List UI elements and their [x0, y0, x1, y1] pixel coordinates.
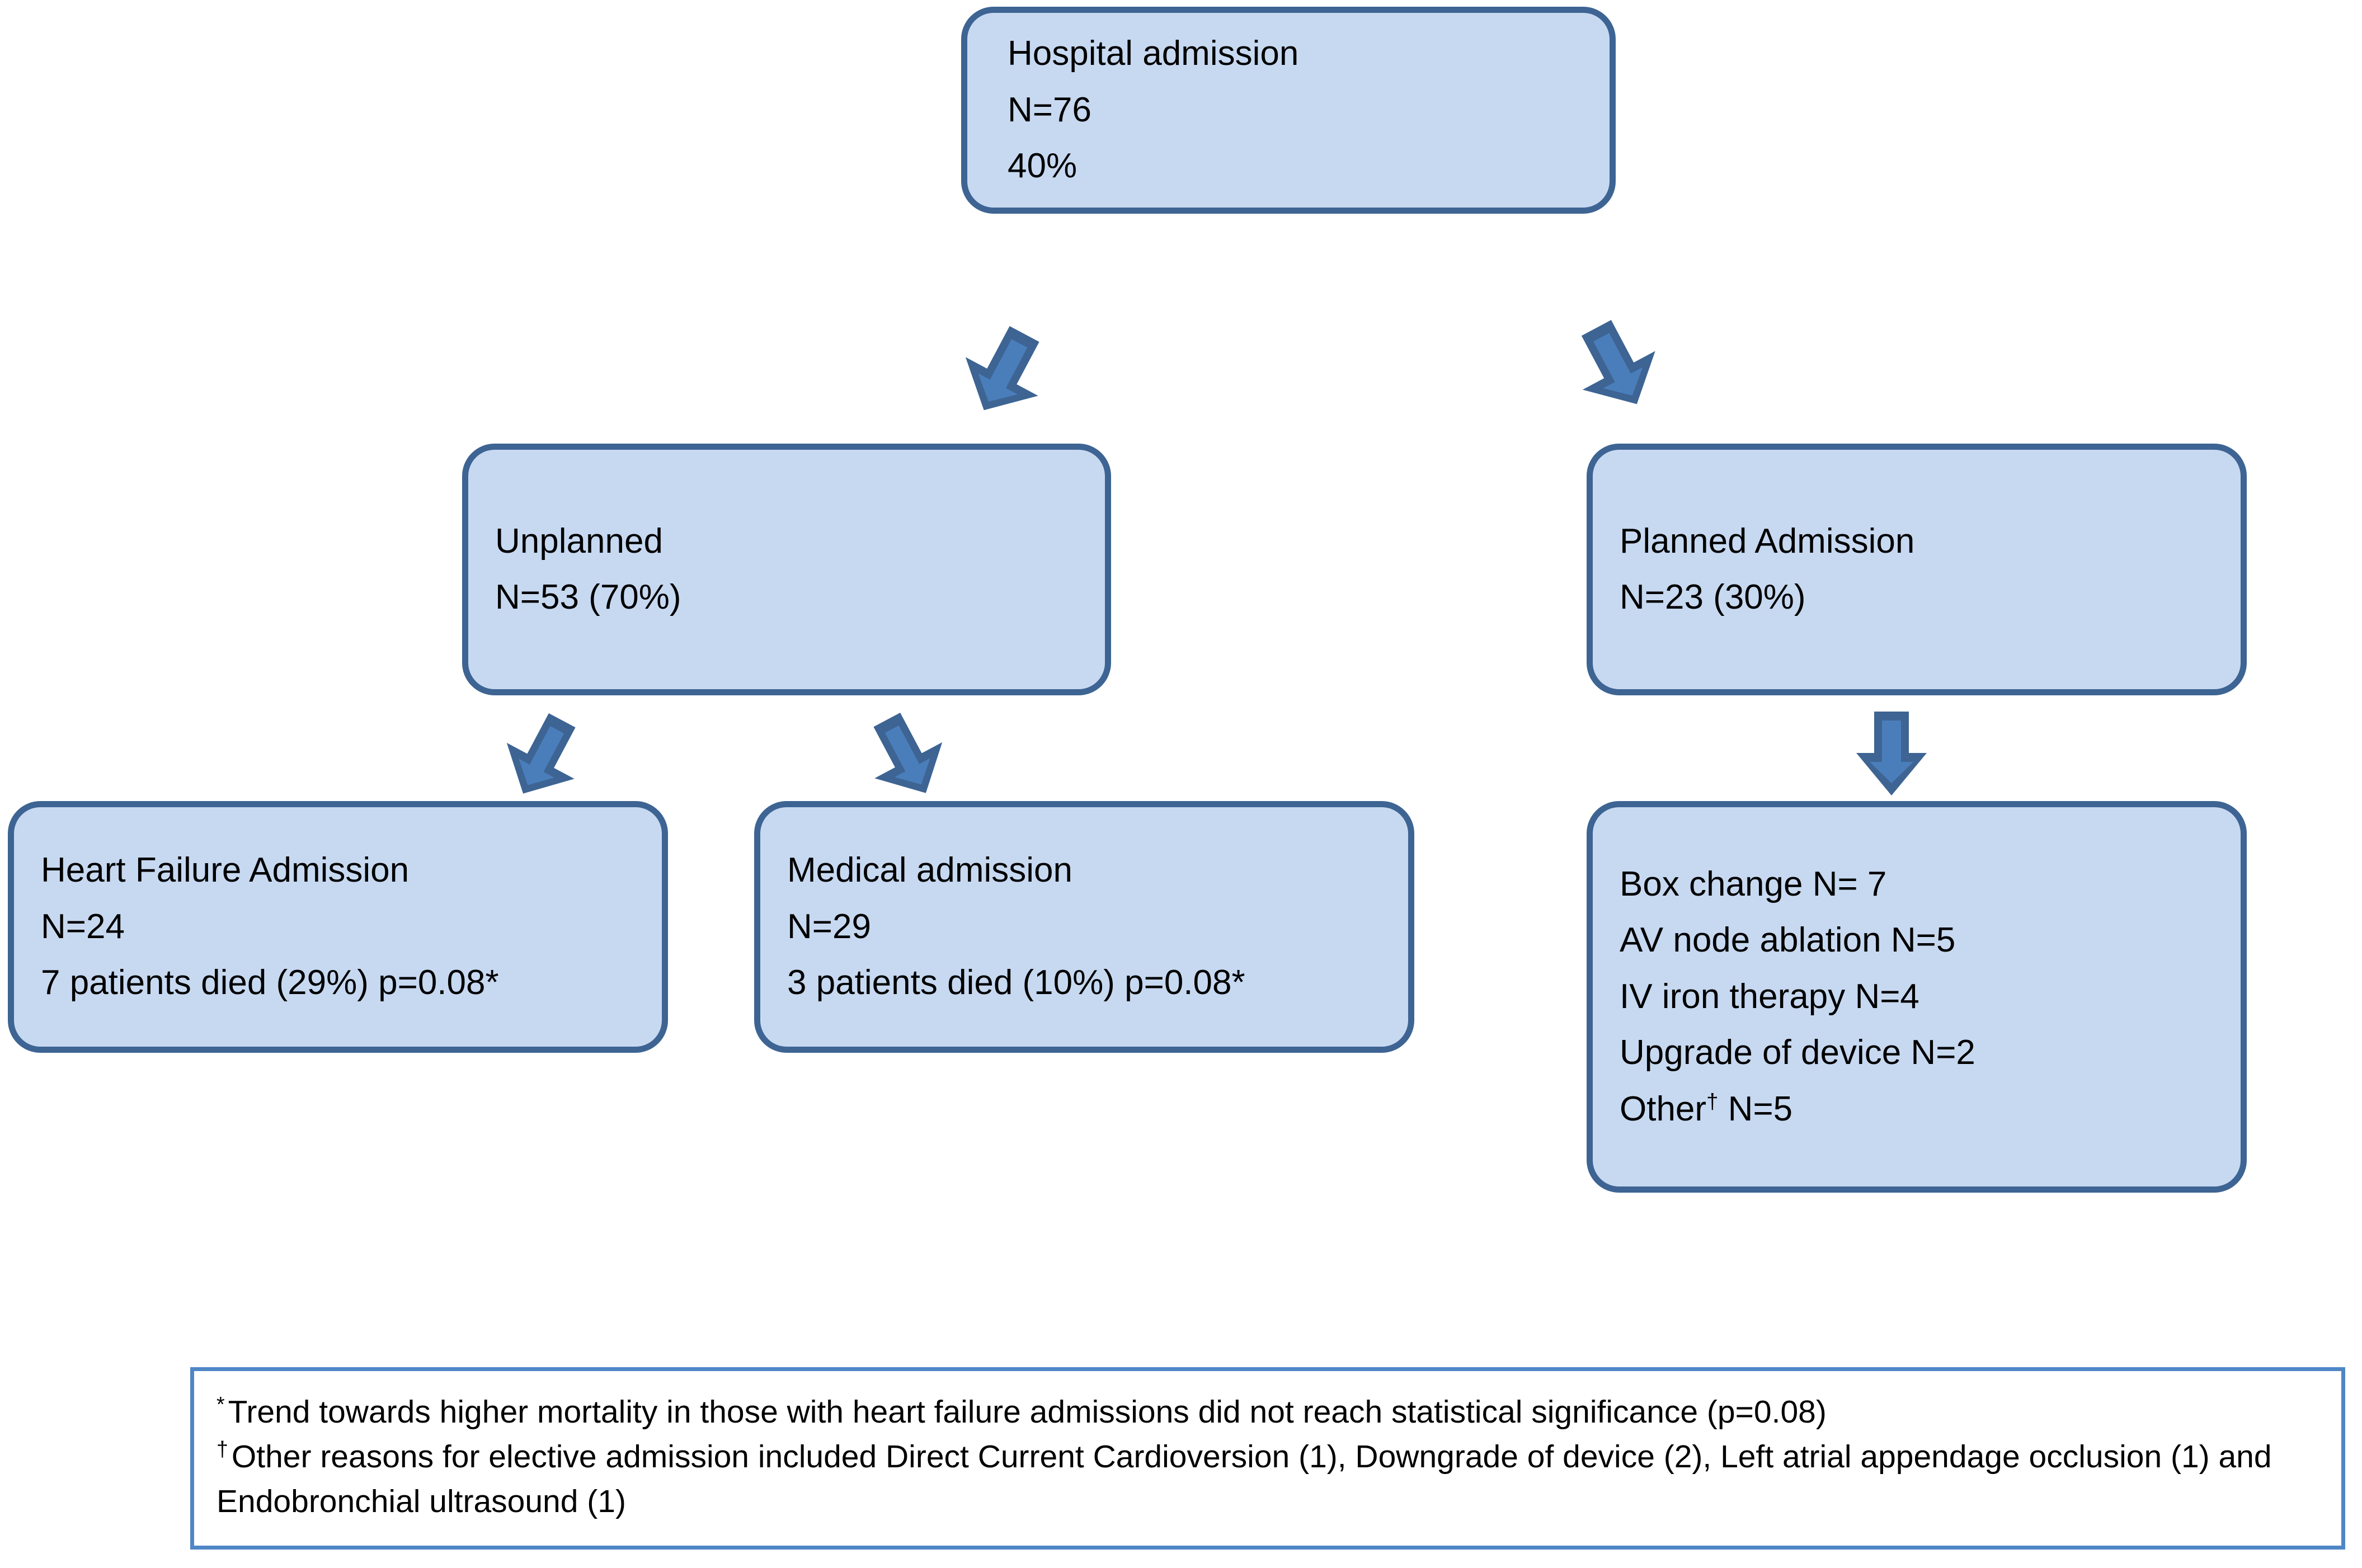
- arrow-planned-to-reasons: [1855, 712, 1928, 801]
- asterisk-marker-icon: *: [217, 1392, 225, 1416]
- node-hospital-admission[interactable]: Hospital admission N=76 40%: [961, 7, 1616, 214]
- down-arrow-icon: [1856, 712, 1927, 795]
- double-dagger-marker-icon: †: [217, 1437, 228, 1461]
- arrow-unplanned-to-medical: [845, 708, 968, 806]
- footnote-line-1-text: Trend towards higher mortality in those …: [228, 1394, 1827, 1430]
- arrow-unplanned-to-heart-failure: [481, 709, 604, 804]
- down-arrow-icon: [965, 326, 1039, 411]
- node-planned-admission[interactable]: Planned Admission N=23 (30%): [1587, 444, 2247, 695]
- footnote-line-2-text: Other reasons for elective admission inc…: [217, 1438, 2272, 1519]
- down-arrow-icon: [1581, 320, 1655, 404]
- node-planned-admission-reasons[interactable]: Box change N= 7 AV node ablation N=5 IV …: [1587, 801, 2247, 1193]
- node-line: 3 patients died (10%) p=0.08*: [787, 963, 1245, 1002]
- node-line: Hospital admission: [1008, 34, 1299, 73]
- double-dagger-marker-icon: †: [1706, 1089, 1719, 1113]
- node-line: N=23 (30%): [1620, 578, 1806, 616]
- arrow-root-to-unplanned: [940, 322, 1069, 422]
- node-line: IV iron therapy N=4: [1620, 977, 1919, 1016]
- node-line: 40%: [1008, 147, 1078, 186]
- node-line: Medical admission: [787, 851, 1072, 890]
- node-unplanned-admission[interactable]: Unplanned N=53 (70%): [462, 444, 1111, 695]
- node-line: N=24: [41, 907, 125, 946]
- node-line: N=76: [1008, 90, 1091, 129]
- other-label: Other: [1620, 1089, 1707, 1128]
- node-line: Planned Admission: [1620, 521, 1915, 561]
- footnote-line-1: *Trend towards higher mortality in those…: [217, 1390, 2319, 1435]
- down-arrow-icon: [506, 713, 576, 794]
- node-line-other: Other† N=5: [1620, 1081, 2241, 1137]
- down-arrow-icon: [873, 712, 943, 793]
- node-line: Unplanned: [495, 521, 663, 561]
- node-line: Heart Failure Admission: [41, 851, 410, 890]
- node-line: Upgrade of device N=2: [1620, 1033, 1975, 1072]
- node-line: 7 patients died (29%) p=0.08*: [41, 963, 499, 1002]
- footnote-panel: *Trend towards higher mortality in those…: [190, 1367, 2345, 1550]
- node-line: N=29: [787, 907, 871, 946]
- node-medical-admission[interactable]: Medical admission N=29 3 patients died (…: [754, 801, 1414, 1053]
- footnote-line-2: †Other reasons for elective admission in…: [217, 1435, 2319, 1524]
- node-line: Box change N= 7: [1620, 864, 1887, 903]
- arrow-root-to-planned: [1552, 313, 1681, 420]
- node-heart-failure-admission[interactable]: Heart Failure Admission N=24 7 patients …: [8, 801, 668, 1053]
- other-count: N=5: [1718, 1089, 1793, 1128]
- node-line: AV node ablation N=5: [1620, 921, 1956, 960]
- node-line: N=53 (70%): [495, 578, 681, 616]
